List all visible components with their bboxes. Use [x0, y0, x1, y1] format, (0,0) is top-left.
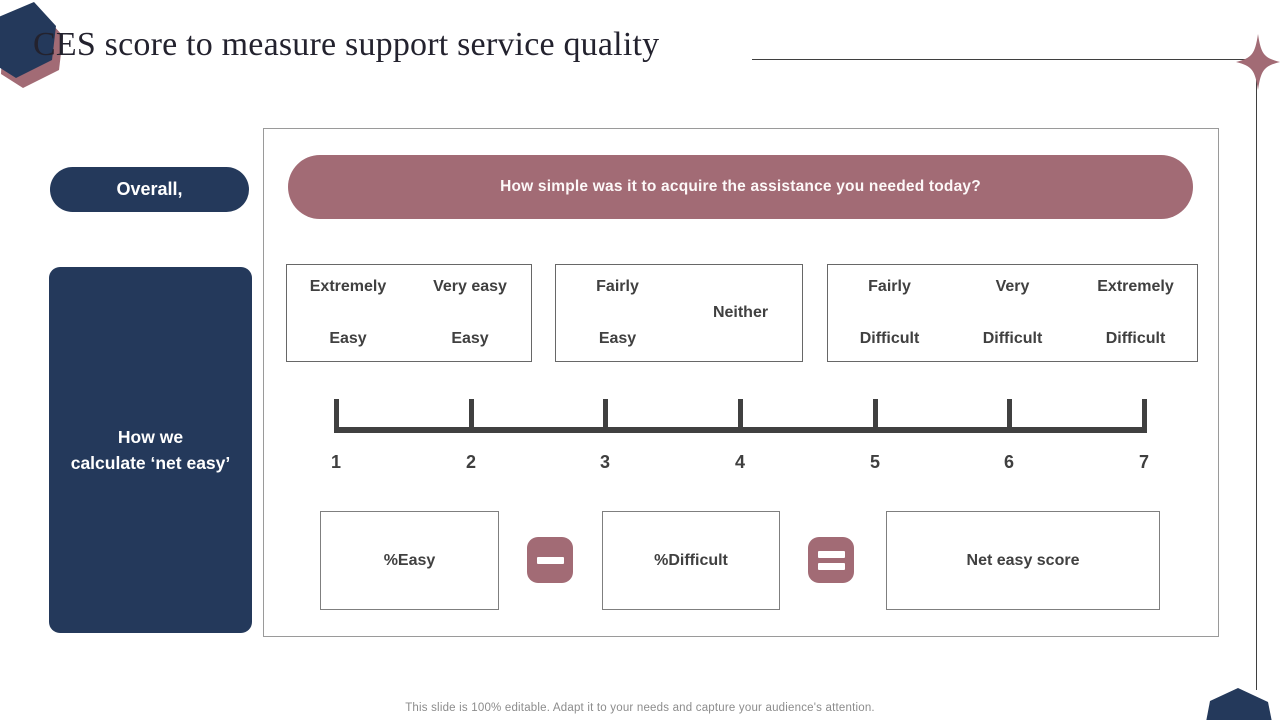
panel-line-2: calculate ‘net easy’ — [70, 453, 231, 473]
footer-note: This slide is 100% editable. Adapt it to… — [405, 702, 875, 714]
hexagon-bottom-right-icon — [1206, 688, 1272, 720]
answer-label: Difficult — [859, 330, 920, 347]
answer-label: Extremely — [1097, 278, 1174, 295]
answer-label: Fairly — [868, 278, 911, 295]
percent-difficult-box: %Difficult — [602, 511, 780, 610]
how-we-calculate-panel: How we calculate ‘net easy’ — [49, 267, 252, 633]
tick-mark — [333, 399, 339, 433]
tick-mark — [872, 399, 878, 433]
survey-question-banner: How simple was it to acquire the assista… — [288, 155, 1193, 219]
scale-tick-1: 1 — [316, 399, 356, 473]
percent-easy-box: %Easy — [320, 511, 499, 610]
answer-group-difficult: Fairly Difficult Very Difficult Extremel… — [827, 264, 1198, 362]
right-divider-line — [1256, 62, 1257, 690]
answer-column: Neither — [679, 265, 802, 361]
equals-bar — [817, 562, 845, 570]
tick-mark — [1006, 399, 1012, 433]
sparkle-icon — [1236, 34, 1280, 90]
net-easy-score-label: Net easy score — [966, 551, 1080, 569]
answer-label: Difficult — [982, 330, 1043, 347]
percent-difficult-label: %Difficult — [654, 551, 728, 569]
scale-tick-7: 7 — [1124, 399, 1164, 473]
tick-number: 1 — [330, 452, 341, 472]
answer-column: Extremely Difficult — [1074, 265, 1197, 361]
answer-label: Neither — [712, 304, 769, 321]
scale-tick-3: 3 — [585, 399, 625, 473]
survey-question: How simple was it to acquire the assista… — [500, 178, 981, 195]
net-easy-score-box: Net easy score — [886, 511, 1160, 610]
panel-line-1: How we — [117, 427, 184, 447]
answer-label: Easy — [329, 330, 367, 347]
tick-number: 6 — [1003, 452, 1014, 472]
overall-label-pill: Overall, — [50, 167, 249, 212]
answer-label: Easy — [598, 330, 637, 347]
answer-column: Extremely Easy — [287, 265, 409, 361]
answer-label: Very easy — [433, 278, 507, 295]
equals-bar — [817, 550, 845, 558]
answer-column: Fairly Easy — [556, 265, 679, 361]
answer-label: Difficult — [1105, 330, 1166, 347]
scale-tick-2: 2 — [451, 399, 491, 473]
scale-tick-4: 4 — [720, 399, 760, 473]
page-title: CES score to measure support service qua… — [33, 26, 660, 63]
overall-label: Overall, — [116, 179, 183, 199]
tick-number: 2 — [465, 452, 476, 472]
percent-easy-label: %Easy — [383, 551, 436, 569]
minus-bar — [536, 556, 564, 564]
answer-label: Fairly — [596, 278, 639, 295]
answer-label: Easy — [451, 330, 489, 347]
scale-tick-6: 6 — [989, 399, 1029, 473]
answer-column: Very Difficult — [951, 265, 1074, 361]
answer-column: Fairly Difficult — [828, 265, 951, 361]
minus-icon — [527, 537, 573, 583]
title-divider-line — [752, 59, 1257, 60]
tick-number: 3 — [599, 452, 610, 472]
tick-mark — [737, 399, 743, 433]
tick-number: 5 — [869, 452, 880, 472]
tick-mark — [602, 399, 608, 433]
tick-mark — [468, 399, 474, 433]
equals-icon — [808, 537, 854, 583]
hexagon-top-left-icon — [0, 2, 63, 88]
answer-group-neutral: Fairly Easy Neither — [555, 264, 803, 362]
answer-label: Extremely — [309, 278, 387, 295]
tick-mark — [1141, 399, 1147, 433]
scale-tick-5: 5 — [855, 399, 895, 473]
tick-number: 4 — [734, 452, 745, 472]
answer-label: Very — [995, 278, 1030, 295]
tick-number: 7 — [1138, 452, 1149, 472]
answer-column: Very easy Easy — [409, 265, 531, 361]
answer-group-easy: Extremely Easy Very easy Easy — [286, 264, 532, 362]
